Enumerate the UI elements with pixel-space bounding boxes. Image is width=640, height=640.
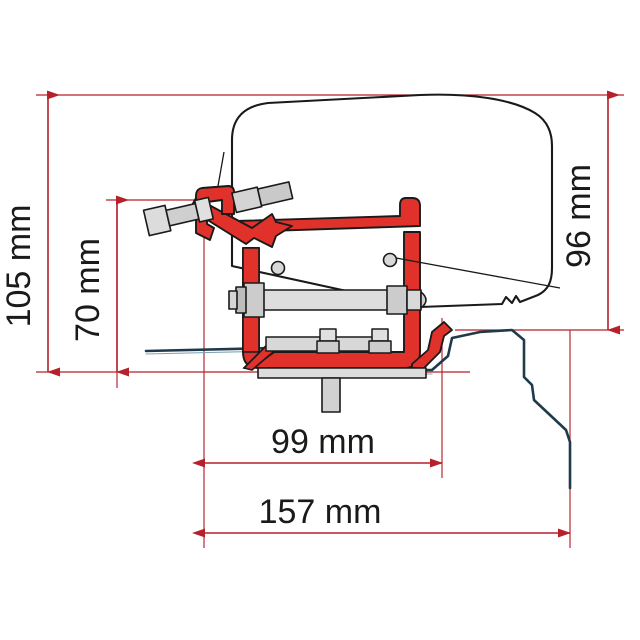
bolt-shank (165, 202, 200, 227)
dimension-label-105: 105 mm (0, 205, 38, 328)
shaft-end-cap (386, 285, 408, 315)
bolt-washer (193, 196, 215, 223)
bolt-tip (256, 181, 294, 207)
stud-shaft (321, 377, 341, 413)
mounting-stud (257, 367, 427, 413)
hex-nut-and-shaft (228, 282, 427, 318)
hex-nut-body (243, 282, 265, 318)
pivot-rivet-left (270, 260, 286, 276)
bolt-left-head (319, 328, 337, 342)
leader-line-clamp (217, 151, 225, 187)
shaft-end-round (420, 291, 427, 309)
dimension-label-70: 70 mm (69, 238, 107, 342)
dimension-label-157: 157 mm (259, 493, 382, 531)
pivot-rivet-right (382, 252, 398, 268)
clamp-bolt-assembly (142, 151, 294, 237)
leader-line-right (395, 257, 561, 289)
bolt-left-nut (316, 340, 340, 354)
bolt-plate (265, 336, 325, 352)
nut-washer (228, 290, 238, 310)
shaft-end-washer (406, 289, 422, 311)
awning-case-outline (230, 93, 554, 309)
stud-base-plate (257, 367, 427, 379)
dimension-label-96: 96 mm (560, 164, 598, 268)
carriage-bolt-pair (265, 328, 392, 354)
shaft (249, 289, 391, 311)
dimension-label-99: 99 mm (271, 423, 375, 461)
bolt-right-head (371, 328, 389, 342)
bolt-right-nut (368, 340, 392, 354)
